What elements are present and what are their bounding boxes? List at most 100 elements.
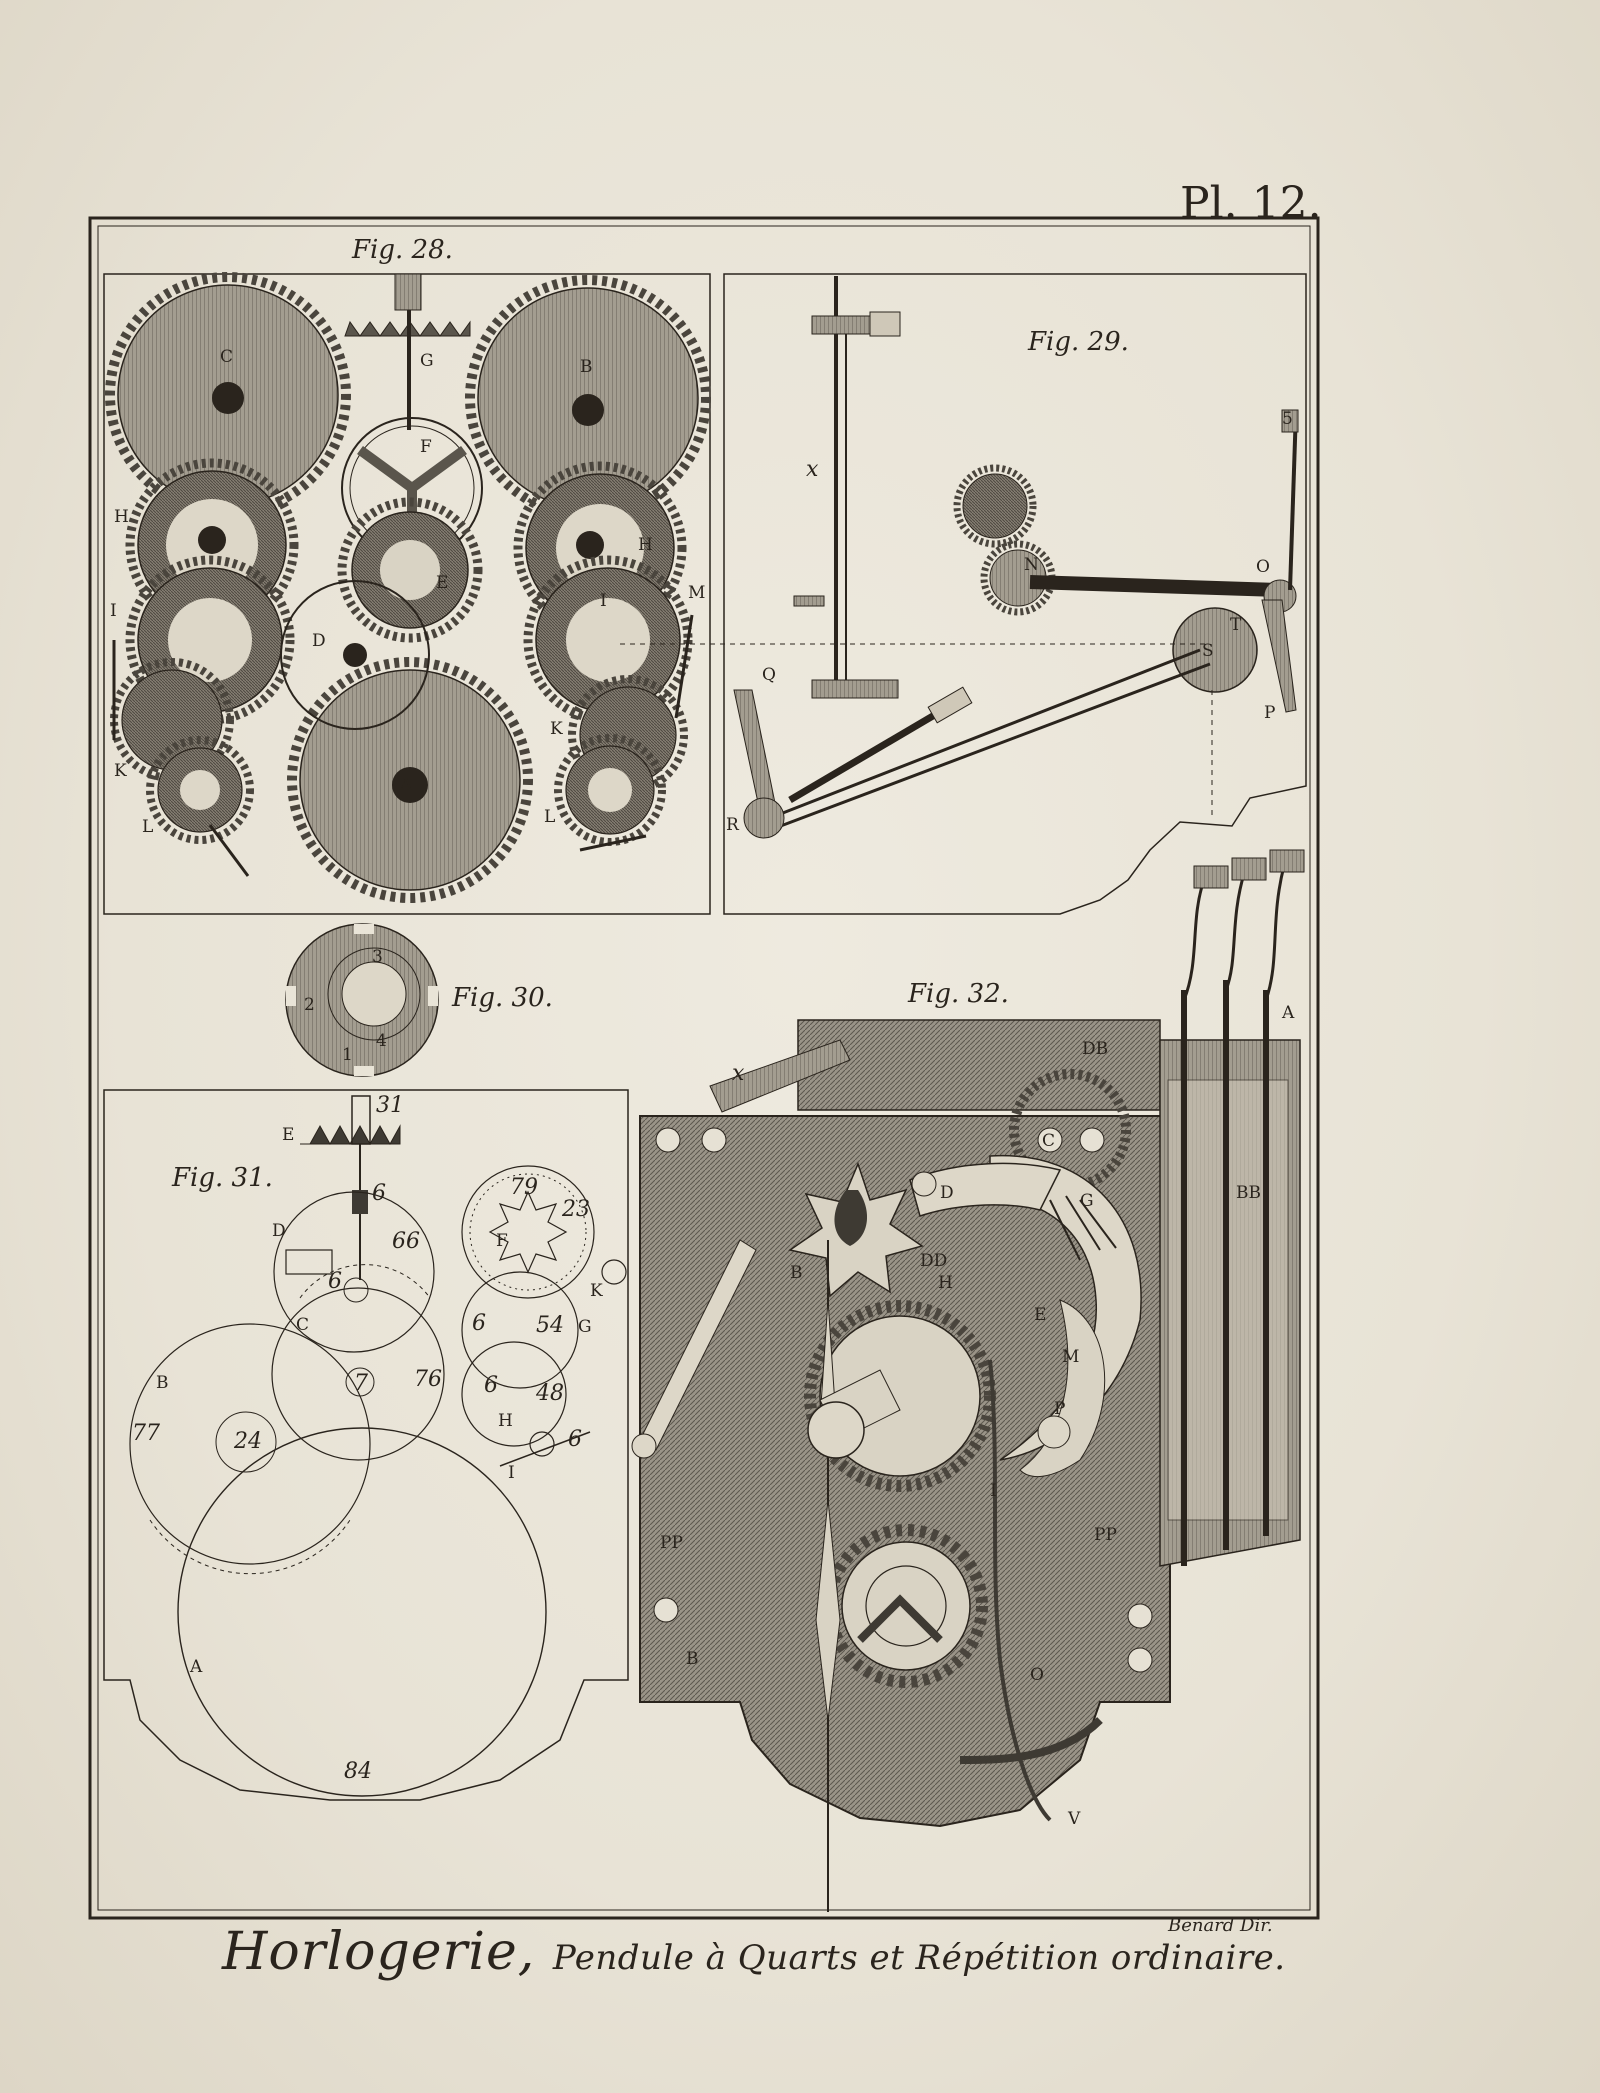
- fig30-disc: Fig. 30. 3 2 1 4: [285, 923, 553, 1077]
- fig32-label: B: [686, 1649, 699, 1669]
- fig31-panel: Fig. 31. E 31 6 66 D 6 C 7 76 B 24 77 A …: [103, 1089, 629, 1801]
- fig31-wheel-a: [177, 1427, 547, 1797]
- inner-frame: [97, 225, 1311, 1911]
- plate-caption: Horlogerie, Pendule à Quarts et Répétiti…: [222, 1922, 1286, 1982]
- fig28-wheel-e: [337, 497, 483, 643]
- fig29-lever-rs: [769, 648, 1201, 820]
- engraver-credit: Benard Dir.: [1168, 1915, 1273, 1936]
- fig31-label: 76: [414, 1367, 442, 1392]
- fig28-label: L: [544, 807, 555, 827]
- fig28-label: E: [436, 573, 448, 593]
- fig31-wheel-g: [461, 1271, 579, 1389]
- fig32-label: V: [1067, 1809, 1081, 1829]
- fig28-label: F: [420, 437, 432, 457]
- fig28-label: B: [580, 357, 593, 377]
- fig28-wheel-l-left: [146, 736, 254, 844]
- fig32-label: H: [938, 1273, 953, 1293]
- fig31-label: E: [282, 1125, 294, 1145]
- fig28-gear-a: [287, 657, 533, 903]
- fig32-label: PP: [1094, 1525, 1117, 1545]
- fig28-label: K: [114, 761, 127, 781]
- fig28-label: I: [110, 601, 117, 621]
- fig28-title: Fig. 28.: [351, 235, 453, 265]
- fig32-label: DB: [1082, 1039, 1108, 1059]
- fig29-title: Fig. 29.: [1027, 327, 1129, 357]
- fig31-label: 6: [328, 1269, 342, 1294]
- caption-main: Horlogerie,: [222, 1922, 536, 1982]
- fig31-label: F: [496, 1231, 508, 1251]
- fig31-label: 84: [344, 1759, 372, 1784]
- fig31-label: B: [156, 1373, 169, 1393]
- fig29-upper-gear: [953, 464, 1037, 548]
- fig31-wheel-c: [271, 1287, 445, 1461]
- fig29-panel: Fig. 29. x N O T S Q R P 5: [620, 273, 1307, 915]
- fig31-label: 66: [392, 1229, 420, 1254]
- fig31-label: 6: [372, 1181, 386, 1206]
- fig32-label: DD: [920, 1251, 947, 1271]
- fig31-label: 54: [536, 1313, 564, 1338]
- fig30-label: 2: [304, 995, 315, 1015]
- fig30-label: 3: [372, 947, 383, 967]
- fig32-title: Fig. 32.: [907, 979, 1009, 1009]
- fig29-label: N: [1024, 555, 1039, 575]
- fig31-label: 24: [233, 1429, 262, 1454]
- fig29-label: P: [1264, 703, 1275, 723]
- fig32-label: x: [732, 1061, 745, 1086]
- outer-frame: [88, 216, 1320, 1920]
- fig29-label: 5: [1282, 409, 1293, 429]
- fig29-label: R: [726, 815, 740, 835]
- fig31-wheel-h: [461, 1341, 567, 1447]
- fig32-label: BB: [1236, 1183, 1261, 1203]
- plate-number: Pl. 12.: [1180, 178, 1322, 229]
- fig31-label: D: [272, 1221, 286, 1241]
- fig31-title: Fig. 31.: [171, 1163, 273, 1193]
- fig32-label: P: [1054, 1399, 1065, 1419]
- fig29-wheel-s: [1172, 607, 1258, 693]
- fig29-pendulum-bar: [788, 696, 962, 804]
- fig28-wheel-l-right: [554, 734, 666, 846]
- fig31-label: 6: [568, 1427, 582, 1452]
- fig32-label: A: [1281, 1003, 1295, 1023]
- fig28-escapement: [344, 273, 471, 430]
- fig32-label: D: [940, 1183, 954, 1203]
- fig28-label: I: [600, 591, 607, 611]
- fig30-label: 1: [342, 1045, 353, 1065]
- fig31-label: 6: [484, 1373, 498, 1398]
- fig32-label: E: [1034, 1305, 1046, 1325]
- fig31-label: 23: [561, 1197, 590, 1222]
- fig28-label: C: [220, 347, 233, 367]
- fig28-label: L: [142, 817, 153, 837]
- fig28-label: G: [420, 351, 434, 371]
- fig29-arm-no: [1029, 575, 1281, 597]
- fig28-label: H: [638, 535, 653, 555]
- fig31-label: 31: [376, 1093, 404, 1118]
- fig31-wheel-f: [461, 1165, 595, 1299]
- fig32-label: G: [1080, 1191, 1094, 1211]
- fig28-label: D: [312, 631, 326, 651]
- fig28-wheel-d: [280, 580, 430, 730]
- fig31-label: I: [508, 1463, 515, 1483]
- fig31-label: 48: [535, 1381, 564, 1406]
- fig32-label: O: [1030, 1665, 1044, 1685]
- fig31-label: 77: [132, 1421, 160, 1446]
- fig32-label: M: [1062, 1347, 1079, 1367]
- fig32-star-wheel: [788, 1161, 924, 1298]
- fig29-label: T: [1230, 615, 1242, 635]
- fig29-label: x: [806, 457, 819, 482]
- fig31-label: G: [578, 1317, 592, 1337]
- fig30-label: 4: [376, 1031, 387, 1051]
- fig31-label: 79: [510, 1175, 538, 1200]
- fig31-wheel-b: [129, 1323, 371, 1565]
- fig32-label: I: [990, 1481, 997, 1501]
- fig28-label: M: [688, 583, 705, 603]
- fig29-label: S: [1202, 641, 1214, 661]
- fig28-label: K: [550, 719, 563, 739]
- fig28-lever-m: [674, 614, 694, 719]
- fig29-label: O: [1256, 557, 1270, 577]
- fig28-panel: Fig. 28. C G B F H E H I D I M K A K L L: [103, 235, 711, 915]
- fig31-label: A: [189, 1657, 203, 1677]
- fig32-label: B: [790, 1263, 803, 1283]
- fig31-label: C: [296, 1315, 309, 1335]
